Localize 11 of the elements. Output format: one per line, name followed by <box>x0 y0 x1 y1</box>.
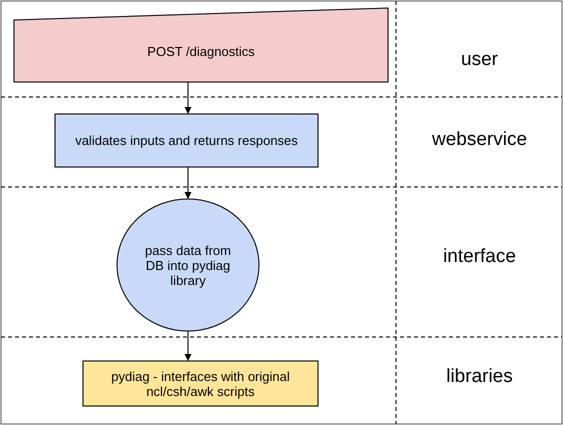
process-box: validates inputs and returns responses <box>55 114 318 167</box>
process-box: pydiag - interfaces with original ncl/csh/awk scripts <box>83 361 318 406</box>
arrow <box>184 166 192 200</box>
process-ellipse: pass data from DB into pydiag library <box>117 199 259 331</box>
lane-label: user <box>460 49 499 71</box>
manual-input-shape: POST /diagnostics <box>14 8 388 82</box>
arrow <box>184 82 192 114</box>
arrow <box>184 330 192 362</box>
lane-label: webservice <box>430 129 528 151</box>
lane-label: libraries <box>445 366 514 388</box>
lane-label: interface <box>442 246 517 268</box>
